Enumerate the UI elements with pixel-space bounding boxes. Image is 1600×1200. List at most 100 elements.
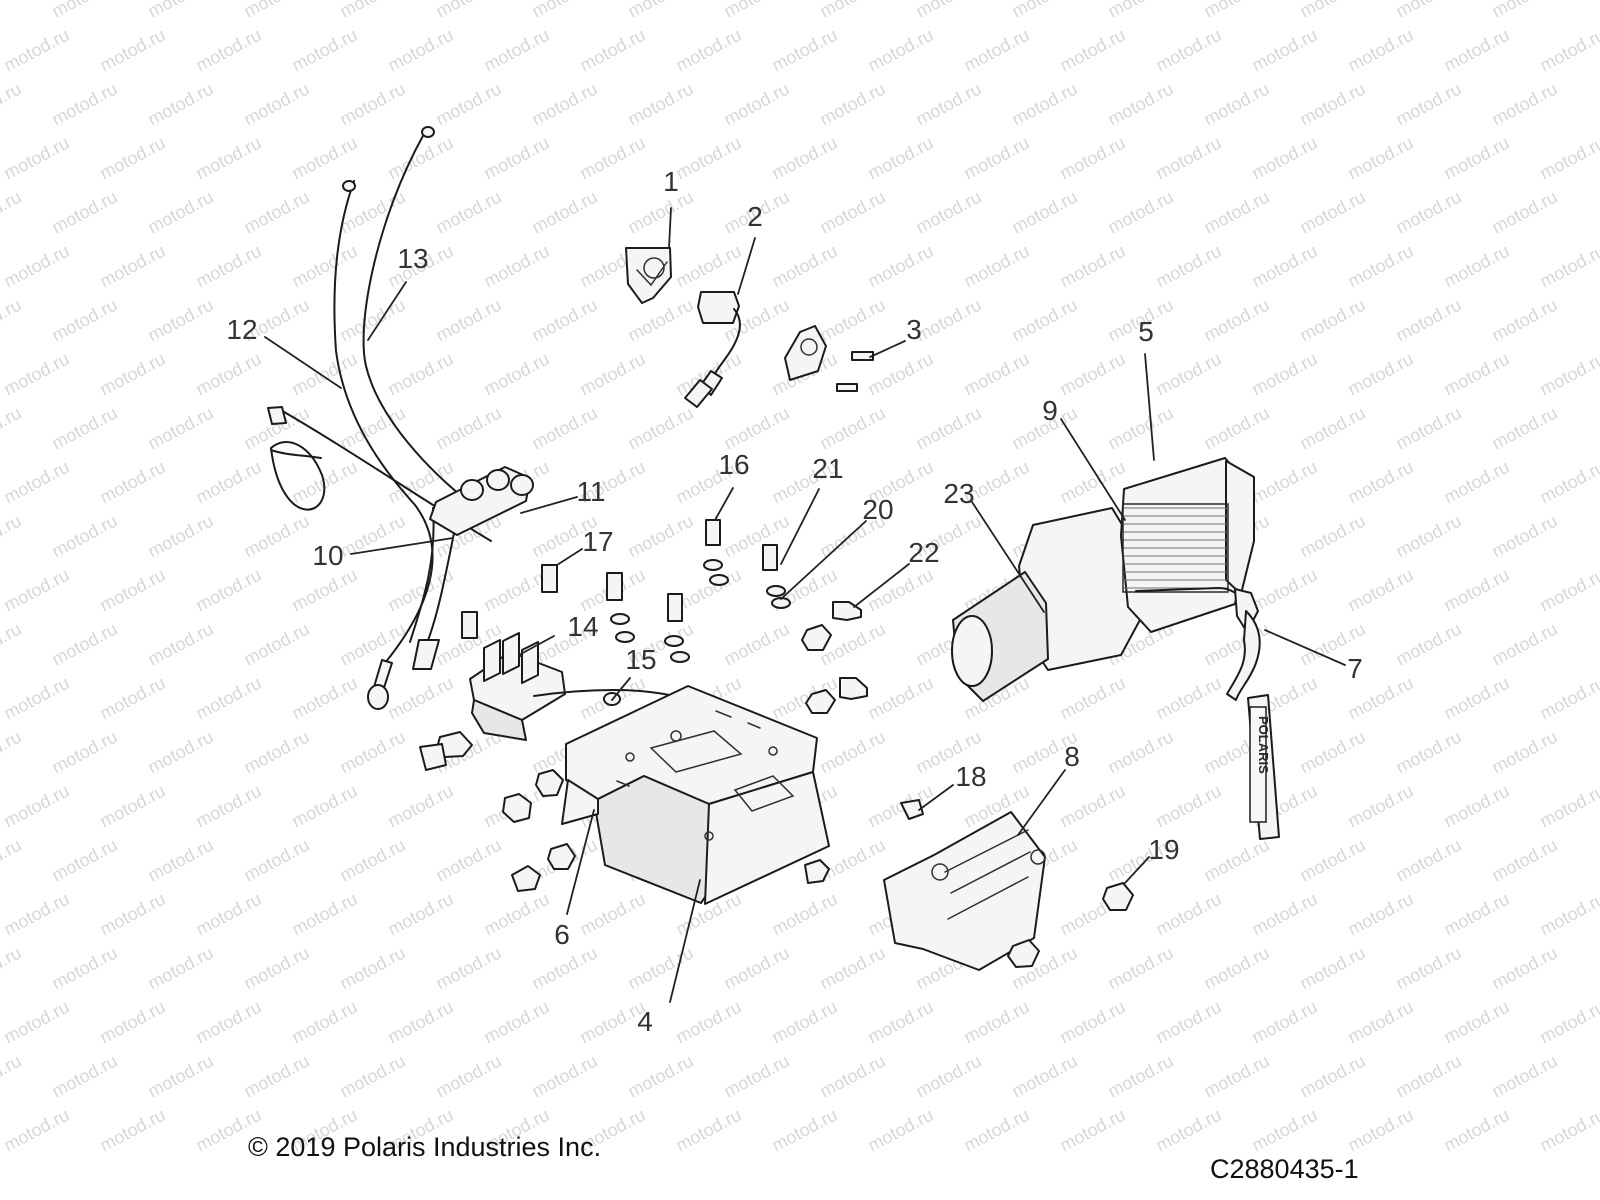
watermark-text: motod.ru <box>288 565 360 616</box>
watermark-text: motod.ru <box>1104 0 1176 22</box>
watermark-text: motod.ru <box>1200 943 1272 994</box>
watermark-text: motod.ru <box>480 997 552 1048</box>
watermark-text: motod.ru <box>192 781 264 832</box>
watermark-text: motod.ru <box>960 997 1032 1048</box>
watermark-text: motod.ru <box>1344 349 1416 400</box>
watermark-text: motod.ru <box>624 943 696 994</box>
watermark-text: motod.ru <box>1440 781 1512 832</box>
watermark-text: motod.ru <box>0 0 25 22</box>
watermark-text: motod.ru <box>672 25 744 76</box>
watermark-text: motod.ru <box>240 727 312 778</box>
watermark-text: motod.ru <box>1488 1051 1560 1102</box>
watermark-text: motod.ru <box>1536 889 1600 940</box>
watermark-text: motod.ru <box>1200 1051 1272 1102</box>
watermark-text: motod.ru <box>1152 241 1224 292</box>
watermark-text: motod.ru <box>1488 79 1560 130</box>
watermark-text: motod.ru <box>480 349 552 400</box>
watermark-text: motod.ru <box>288 889 360 940</box>
watermark-text: motod.ru <box>1296 0 1368 22</box>
watermark-text: motod.ru <box>0 25 72 76</box>
watermark-text: motod.ru <box>96 781 168 832</box>
watermark-text: motod.ru <box>1056 1105 1128 1156</box>
wire-harness-12-13 <box>267 126 534 710</box>
watermark-text: motod.ru <box>672 241 744 292</box>
watermark-text: motod.ru <box>1392 727 1464 778</box>
callout-17: 17 <box>582 526 613 557</box>
watermark-text: motod.ru <box>240 1051 312 1102</box>
watermark-text: motod.ru <box>336 0 408 22</box>
callout-3: 3 <box>906 314 922 345</box>
watermark-text: motod.ru <box>1488 295 1560 346</box>
watermark-text: motod.ru <box>96 25 168 76</box>
watermark-text: motod.ru <box>144 79 216 130</box>
watermark-text: motod.ru <box>1200 835 1272 886</box>
watermark-text: motod.ru <box>336 295 408 346</box>
watermark-text: motod.ru <box>1440 565 1512 616</box>
watermark-text: motod.ru <box>1440 25 1512 76</box>
watermark-text: motod.ru <box>720 79 792 130</box>
watermark-text: motod.ru <box>192 889 264 940</box>
callout-10: 10 <box>312 540 343 571</box>
watermark-text: motod.ru <box>1392 187 1464 238</box>
watermark-text: motod.ru <box>144 943 216 994</box>
watermark-text: motod.ru <box>0 835 25 886</box>
watermark-text: motod.ru <box>1392 619 1464 670</box>
watermark-text: motod.ru <box>96 889 168 940</box>
watermark-text: motod.ru <box>1152 997 1224 1048</box>
watermark-text: motod.ru <box>1488 511 1560 562</box>
watermark-text: motod.ru <box>48 187 120 238</box>
watermark-text: motod.ru <box>336 511 408 562</box>
watermark-text: motod.ru <box>192 673 264 724</box>
watermark-text: motod.ru <box>1536 997 1600 1048</box>
watermark-text: motod.ru <box>1296 511 1368 562</box>
watermark-text: motod.ru <box>1248 133 1320 184</box>
watermark-text: motod.ru <box>144 0 216 22</box>
watermark-text: motod.ru <box>96 997 168 1048</box>
watermark-text: motod.ru <box>720 403 792 454</box>
watermark-text: motod.ru <box>1200 295 1272 346</box>
watermark-text: motod.ru <box>1008 79 1080 130</box>
watermark-text: motod.ru <box>336 187 408 238</box>
watermark-text: motod.ru <box>1152 133 1224 184</box>
watermark-text: motod.ru <box>624 511 696 562</box>
watermark-text: motod.ru <box>0 457 72 508</box>
watermark-text: motod.ru <box>1296 943 1368 994</box>
watermark-text: motod.ru <box>144 187 216 238</box>
watermark-text: motod.ru <box>144 403 216 454</box>
watermark-text: motod.ru <box>432 1051 504 1102</box>
watermark-text: motod.ru <box>480 889 552 940</box>
watermark-text: motod.ru <box>96 1105 168 1156</box>
watermark-text: motod.ru <box>1008 1051 1080 1102</box>
watermark-text: motod.ru <box>336 79 408 130</box>
watermark-text: motod.ru <box>0 997 72 1048</box>
watermark-text: motod.ru <box>1392 295 1464 346</box>
watermark-text: motod.ru <box>1248 457 1320 508</box>
callout-4: 4 <box>637 1006 653 1037</box>
watermark-text: motod.ru <box>48 943 120 994</box>
watermark-text: motod.ru <box>192 241 264 292</box>
watermark-text: motod.ru <box>1536 457 1600 508</box>
watermark-text: motod.ru <box>1200 79 1272 130</box>
watermark-text: motod.ru <box>816 79 888 130</box>
watermark-text: motod.ru <box>1008 0 1080 22</box>
watermark-text: motod.ru <box>96 133 168 184</box>
callout-22: 22 <box>908 537 939 568</box>
watermark-text: motod.ru <box>1344 457 1416 508</box>
watermark-text: motod.ru <box>48 511 120 562</box>
watermark-text: motod.ru <box>1296 403 1368 454</box>
watermark-text: motod.ru <box>1104 403 1176 454</box>
watermark-text: motod.ru <box>144 511 216 562</box>
watermark-text: motod.ru <box>1248 889 1320 940</box>
watermark-text: motod.ru <box>336 619 408 670</box>
watermark-text: motod.ru <box>768 997 840 1048</box>
watermark-text: motod.ru <box>1536 349 1600 400</box>
hardware-16-17-20-21-22 <box>461 519 868 714</box>
watermark-text: motod.ru <box>1296 295 1368 346</box>
watermark-text: motod.ru <box>1488 0 1560 22</box>
watermark-text: motod.ru <box>384 781 456 832</box>
watermark-text: motod.ru <box>432 79 504 130</box>
watermark-text: motod.ru <box>816 403 888 454</box>
watermark-text: motod.ru <box>720 511 792 562</box>
watermark-text: motod.ru <box>1152 25 1224 76</box>
watermark-text: motod.ru <box>1200 0 1272 22</box>
